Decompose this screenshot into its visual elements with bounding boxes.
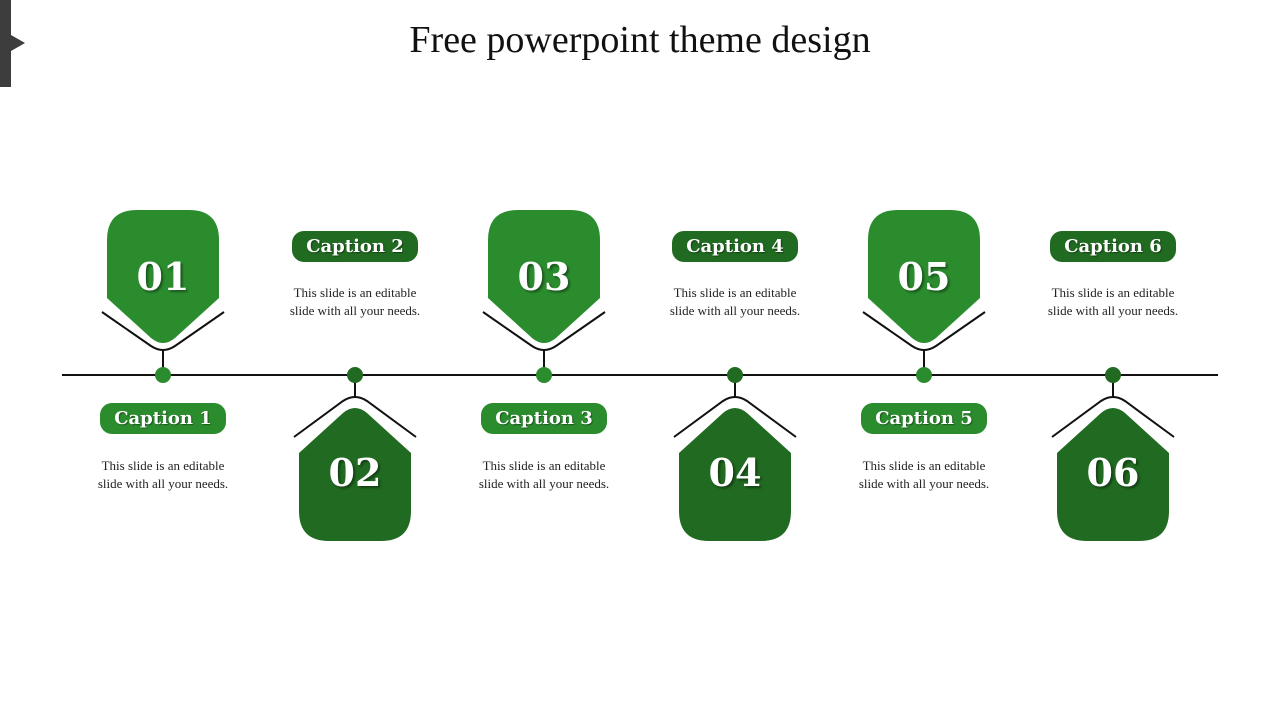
- timeline-dot: [536, 367, 552, 383]
- step-number: 05: [897, 254, 951, 299]
- timeline-dot: [727, 367, 743, 383]
- tag-body: [107, 210, 219, 343]
- caption-badge: Caption 6: [1050, 231, 1176, 262]
- timeline-dot: [347, 367, 363, 383]
- timeline-dot: [916, 367, 932, 383]
- step-tag-shape: [1051, 381, 1175, 541]
- timeline-dot: [1105, 367, 1121, 383]
- step-number: 04: [708, 450, 762, 495]
- tag-body: [1057, 408, 1169, 541]
- timeline-axis: [62, 374, 1218, 376]
- step-number: 01: [136, 254, 190, 299]
- caption-description: This slide is an editable slide with all…: [97, 458, 229, 491]
- tag-body: [868, 210, 980, 343]
- step-number: 06: [1086, 450, 1140, 495]
- caption-badge: Caption 3: [481, 403, 607, 434]
- caption-description: This slide is an editable slide with all…: [289, 285, 421, 318]
- step-tag-shape: [862, 210, 986, 368]
- caption-description: This slide is an editable slide with all…: [1047, 285, 1179, 318]
- caption-badge: Caption 5: [861, 403, 987, 434]
- caption-badge: Caption 1: [100, 403, 226, 434]
- slide-marker: [0, 0, 11, 87]
- caption-badge: Caption 4: [672, 231, 798, 262]
- caption-description: This slide is an editable slide with all…: [478, 458, 610, 491]
- step-tag-shape: [293, 381, 417, 541]
- tag-body: [488, 210, 600, 343]
- step-tag-shape: [101, 210, 225, 368]
- caption-description: This slide is an editable slide with all…: [858, 458, 990, 491]
- step-number: 03: [517, 254, 571, 299]
- timeline-dot: [155, 367, 171, 383]
- caption-badge: Caption 2: [292, 231, 418, 262]
- step-tag-shape: [482, 210, 606, 368]
- slide-title: Free powerpoint theme design: [409, 19, 871, 61]
- tag-body: [299, 408, 411, 541]
- caption-description: This slide is an editable slide with all…: [669, 285, 801, 318]
- tag-body: [679, 408, 791, 541]
- step-tag-shape: [673, 381, 797, 541]
- step-number: 02: [328, 450, 382, 495]
- slide-marker-arrow-icon: [11, 35, 25, 51]
